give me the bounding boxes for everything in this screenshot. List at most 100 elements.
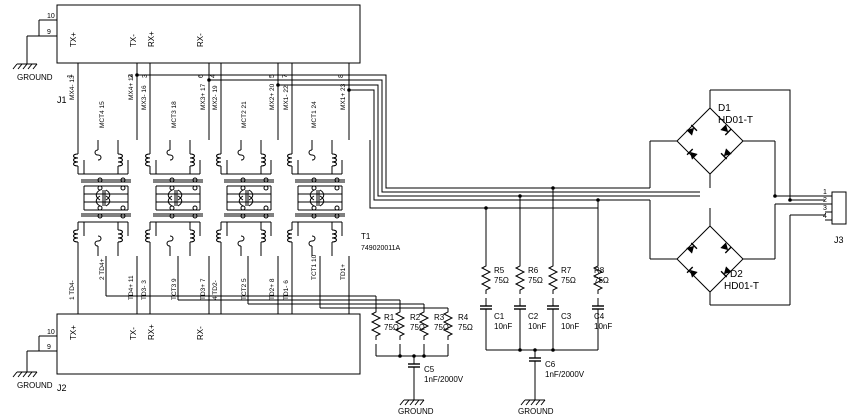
j1-pin-1: 1	[67, 74, 74, 78]
j1-pin-10: 10	[47, 13, 55, 20]
capacitor-c1: C1 10nF	[479, 297, 512, 331]
r8-ref: R8	[594, 266, 605, 275]
j1-label-tx-plus: TX+	[69, 32, 78, 47]
c1-ref: C1	[494, 312, 505, 321]
r5-value: 75Ω	[494, 276, 509, 285]
r7-value: 75Ω	[561, 276, 576, 285]
resistor-r2: R2 75Ω	[395, 300, 425, 341]
c2-value: 10nF	[528, 322, 546, 331]
transformer-t1: T1 749020011A	[73, 139, 401, 257]
c6-ground-label: GROUND	[518, 407, 554, 416]
j1-pin-6: 6	[198, 74, 205, 78]
t1-pin-mx4-plus: MX4+ 14	[128, 73, 135, 100]
t1-pin-mct4: MCT4 15	[99, 101, 106, 128]
resistor-r6: R6 75Ω	[515, 261, 543, 295]
t1-pin-tct1: TCT1 10	[311, 254, 318, 280]
r8-value: 75Ω	[594, 276, 609, 285]
transformer-channel-3	[145, 139, 204, 257]
t1-pin-tct2: TCT2 5	[241, 278, 248, 300]
t1-pin-td2-minus: 4 TD2-	[212, 280, 219, 300]
j1-leads	[77, 63, 350, 140]
resistor-r5: R5 75Ω	[481, 261, 509, 295]
j3-body	[831, 191, 847, 225]
t1-pin-td3-minus: TD3- 3	[141, 280, 148, 300]
j1-pin-7: 7	[282, 74, 289, 78]
j3-pin-3: 3	[823, 205, 827, 212]
resistor-r4: R4 75Ω	[443, 307, 473, 341]
j1-ground-label: GROUND	[17, 73, 53, 82]
j1-label-tx-minus: TX-	[129, 34, 138, 47]
transformer-bottom-pin-labels: 1 TD4- TD4+ 11 2 TD4+ TD3- 3 TCT3 9 TD3+…	[69, 254, 347, 300]
j3-pin-1: 1	[823, 189, 827, 196]
c5-ref: C5	[424, 365, 435, 374]
resistor-r8: R8 75Ω	[593, 261, 609, 295]
t1-pin-mx2-minus: MX2- 19	[212, 85, 219, 110]
t1-pin-mx1-minus: MX1- 22	[283, 85, 290, 110]
t1-pin-td3-plus: TD3+ 7	[200, 278, 207, 300]
capacitor-c6: C6 1nF/2000V	[528, 349, 585, 379]
r6-value: 75Ω	[528, 276, 543, 285]
c6-ref: C6	[545, 360, 556, 369]
j1-pin-2: 2	[128, 74, 135, 78]
connector-j1: TX+ TX- RX+ RX- 10 9 GROUND J1 1 2 3 6 4…	[12, 4, 361, 105]
d2-ref: D2	[730, 269, 743, 280]
t1-pin-tct3: TCT3 9	[171, 278, 178, 300]
d2-part: HD01-T	[724, 281, 759, 292]
j3-pin-4: 4	[823, 213, 827, 220]
t1-pin-mct1: MCT1 24	[311, 101, 318, 128]
t1-pin-td1-plus: TD1+	[340, 264, 347, 280]
c4-ref: C4	[594, 312, 605, 321]
termination-bob-smith-j1: R5 75Ω R6 75Ω R7 75Ω R8 75Ω C1 10nF C2 1…	[479, 188, 612, 416]
transformer-channel-2	[216, 139, 275, 257]
j2-body	[56, 313, 361, 375]
t1-part-number: 749020011A	[361, 245, 401, 252]
capacitor-c3: C3 10nF	[546, 297, 579, 331]
j1-pin-3: 3	[142, 74, 149, 78]
j1-pin-8: 8	[338, 74, 345, 78]
capacitor-c2: C2 10nF	[513, 297, 546, 331]
termination-bob-smith-j2: R1 75Ω R2 75Ω R3 75Ω R4 75Ω C5	[371, 296, 473, 416]
r7-ref: R7	[561, 266, 572, 275]
t1-pin-td4-minus: 1 TD4-	[69, 280, 76, 300]
j1-pin-5: 5	[269, 74, 276, 78]
c3-value: 10nF	[561, 322, 579, 331]
r3-ref: R3	[434, 313, 445, 322]
c5-ground-label: GROUND	[398, 407, 434, 416]
j2-label-rx-minus: RX-	[196, 326, 205, 340]
j1-label-rx-minus: RX-	[196, 33, 205, 47]
capacitor-c4: C4 10nF	[591, 297, 612, 331]
r4-ref: R4	[458, 313, 469, 322]
c1-value: 10nF	[494, 322, 512, 331]
transformer-top-pin-labels: MX4- 13 MX4+ 14 MCT4 15 MX3- 16 MX3+ 17 …	[69, 73, 347, 128]
t1-pin-td2-plus: TD2+ 8	[269, 278, 276, 300]
r5-ref: R5	[494, 266, 505, 275]
j2-ground-label: GROUND	[17, 381, 53, 390]
r2-value: 75Ω	[410, 323, 425, 332]
j2-label-tx-plus: TX+	[69, 325, 78, 340]
d1-part: HD01-T	[718, 115, 753, 126]
r6-ref: R6	[528, 266, 539, 275]
t1-designator: T1	[361, 232, 371, 241]
resistor-r1: R1 75Ω	[371, 296, 399, 341]
transformer-channel-4	[73, 139, 132, 257]
j1-designator: J1	[57, 95, 67, 105]
t1-pin-mct3: MCT3 18	[171, 101, 178, 128]
capacitor-c5: C5 1nF/2000V	[407, 355, 464, 384]
t1-pin-mx2-plus: MX2+ 20	[269, 83, 276, 110]
j2-pin-9: 9	[47, 344, 51, 351]
bridge-output-wires	[710, 89, 825, 306]
connector-j2: TX+ TX- RX+ RX- 10 9 GROUND J2	[12, 313, 361, 393]
t1-pin-mx4-minus: MX4- 13	[69, 75, 76, 100]
diode-bridge-d1: D1 HD01-T	[649, 90, 776, 196]
t1-pin-mx3-plus: MX3+ 17	[200, 83, 207, 110]
c6-ground-icon	[520, 393, 546, 406]
t1-pin-mx3-minus: MX3- 16	[141, 85, 148, 110]
r4-value: 75Ω	[458, 323, 473, 332]
j1-pin-4: 4	[210, 74, 217, 78]
j2-leads	[77, 256, 448, 314]
poe-feed-wires	[135, 73, 700, 210]
c4-value: 10nF	[594, 322, 612, 331]
j3-designator: J3	[834, 235, 844, 245]
diode-bridge-d2: D2 HD01-T	[649, 200, 776, 305]
